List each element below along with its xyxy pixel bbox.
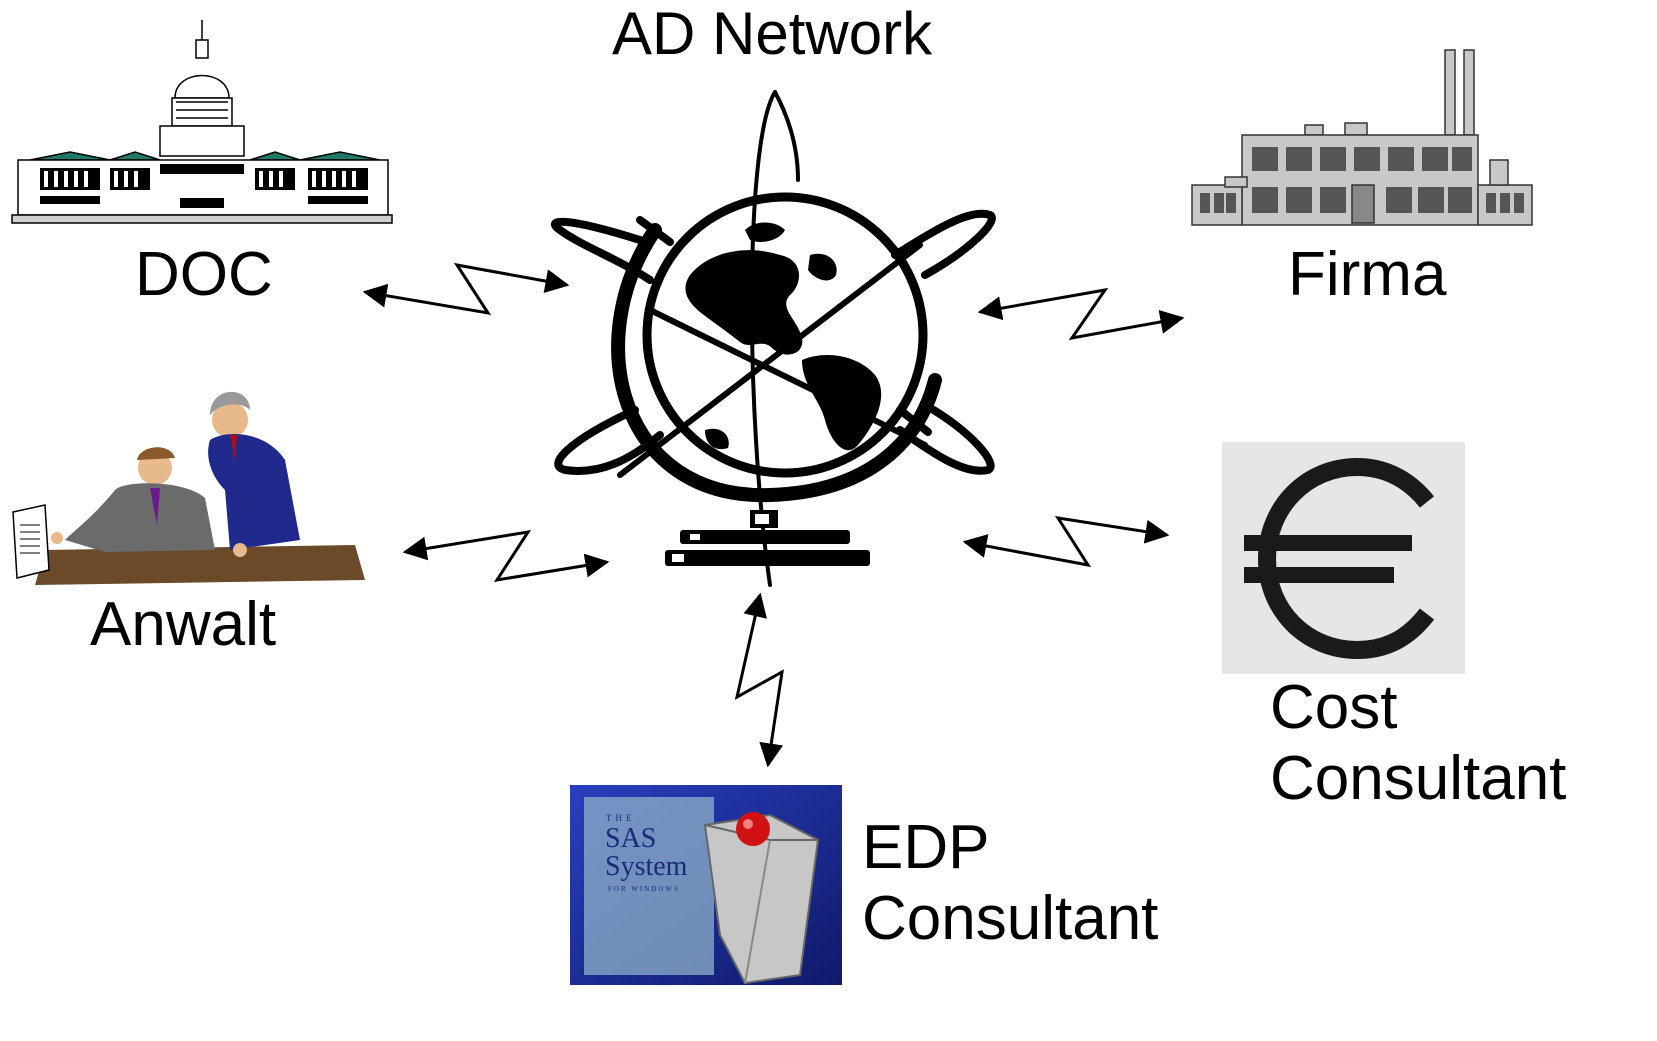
cost-label-line1: Cost: [1270, 673, 1398, 742]
ad-network-title: AD Network: [612, 0, 933, 67]
cost-consultant-label: Cost Consultant: [1270, 672, 1566, 815]
link-edp: [734, 592, 784, 768]
edp-label-line1: EDP: [862, 813, 990, 882]
edp-label-line2: Consultant: [862, 884, 1159, 954]
cost-label-line2: Consultant: [1270, 744, 1567, 814]
sas-the: THE: [606, 813, 636, 823]
capitol-building-icon: [10, 18, 395, 228]
euro-icon: [1222, 442, 1465, 674]
edp-consultant-label: EDP Consultant: [862, 812, 1158, 955]
link-anwalt: [402, 529, 610, 583]
doc-label: DOC: [135, 240, 273, 309]
sas-title: SAS: [605, 823, 657, 854]
sas-system: System: [605, 851, 688, 882]
factory-icon: [1190, 45, 1535, 230]
globe-icon: [540, 80, 1010, 600]
link-firma: [977, 287, 1185, 341]
link-doc: [362, 262, 570, 316]
lawyers-icon: [5, 380, 370, 590]
sas-system-box: THE SAS System FOR WINDOWS: [570, 785, 842, 985]
firma-label: Firma: [1288, 240, 1447, 309]
anwalt-label: Anwalt: [90, 590, 277, 659]
link-cost: [962, 516, 1170, 568]
sas-windows: FOR WINDOWS: [608, 885, 680, 893]
